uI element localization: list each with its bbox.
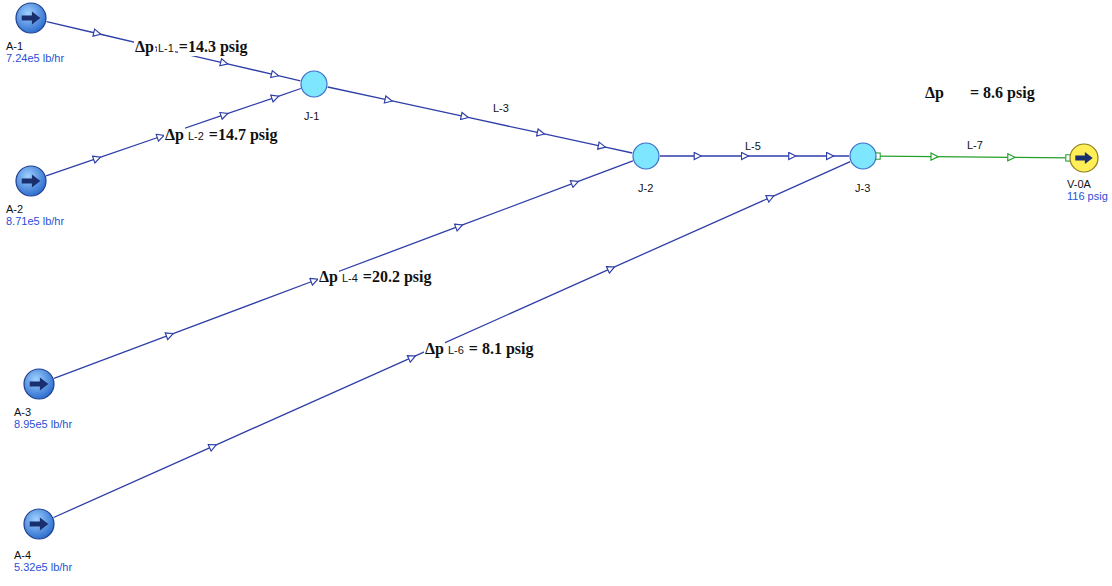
pipe-name: L-3 (492, 102, 510, 114)
pipe-name: L-4 (341, 272, 359, 284)
pressure-drop-symbol: Δp (424, 340, 445, 358)
junction-node: J-2 (632, 142, 660, 170)
pressure-drop-symbol: Δp (318, 268, 339, 286)
node-name: J-2 (638, 182, 653, 194)
pipe-name: L-2 (187, 130, 205, 142)
pressure-drop-value: = 8.6 psig (969, 84, 1036, 102)
pressure-drop-value: = 8.1 psig (468, 340, 535, 358)
node-name: A-2 (6, 203, 23, 215)
pipe-line (54, 162, 851, 518)
node-value: 116 psig (1067, 190, 1108, 202)
node-value: 8.95e5 lb/hr (14, 418, 72, 430)
pressure-drop-symbol: Δp (924, 84, 945, 102)
node-name: A-1 (6, 40, 23, 52)
pressure-drop-value: =20.2 psig (362, 268, 433, 286)
pipe-name: L-7 (966, 139, 984, 151)
pressure-drop-value: =14.3 psig (178, 38, 249, 56)
node-symbol (23, 368, 55, 400)
pressure-drop-value: =14.7 psig (208, 126, 279, 144)
node-value: 8.71e5 lb/hr (6, 215, 64, 227)
pipe-line (877, 156, 1069, 158)
node-value: 5.32e5 lb/hr (14, 561, 72, 573)
node-symbol (23, 508, 55, 540)
pipe-line (328, 87, 633, 153)
pipe-line (54, 161, 633, 379)
node-name: J-1 (304, 110, 319, 122)
pipe-name: L-1 (157, 42, 175, 54)
flow-source-node: A-45.32e5 lb/hr (23, 508, 55, 540)
flow-source-node: A-28.71e5 lb/hr (15, 165, 47, 197)
flow-source-node: A-17.24e5 lb/hr (15, 2, 47, 34)
pipe-line (46, 89, 301, 176)
pipe-line (660, 155, 849, 156)
node-symbol (15, 165, 47, 197)
pipe-line (47, 22, 301, 81)
pressure-boundary-node: V-0A116 psig (1069, 143, 1099, 173)
flow-source-node: A-38.95e5 lb/hr (23, 368, 55, 400)
node-name: J-3 (855, 182, 870, 194)
node-value: 7.24e5 lb/hr (6, 52, 64, 64)
node-symbol (1069, 143, 1099, 173)
node-symbol (15, 2, 47, 34)
junction-node: J-1 (300, 70, 328, 98)
node-symbol (300, 70, 328, 98)
pressure-drop-symbol: Δp (164, 126, 185, 144)
node-name: A-3 (14, 406, 31, 418)
pipe-name: L-5 (744, 140, 762, 152)
node-name: A-4 (14, 549, 31, 561)
pressure-drop-symbol: Δp (134, 38, 155, 56)
node-name: V-0A (1067, 178, 1091, 190)
node-symbol (849, 142, 877, 170)
node-symbol (632, 142, 660, 170)
junction-node: J-3 (849, 142, 877, 170)
pipe-name: L-6 (447, 344, 465, 356)
